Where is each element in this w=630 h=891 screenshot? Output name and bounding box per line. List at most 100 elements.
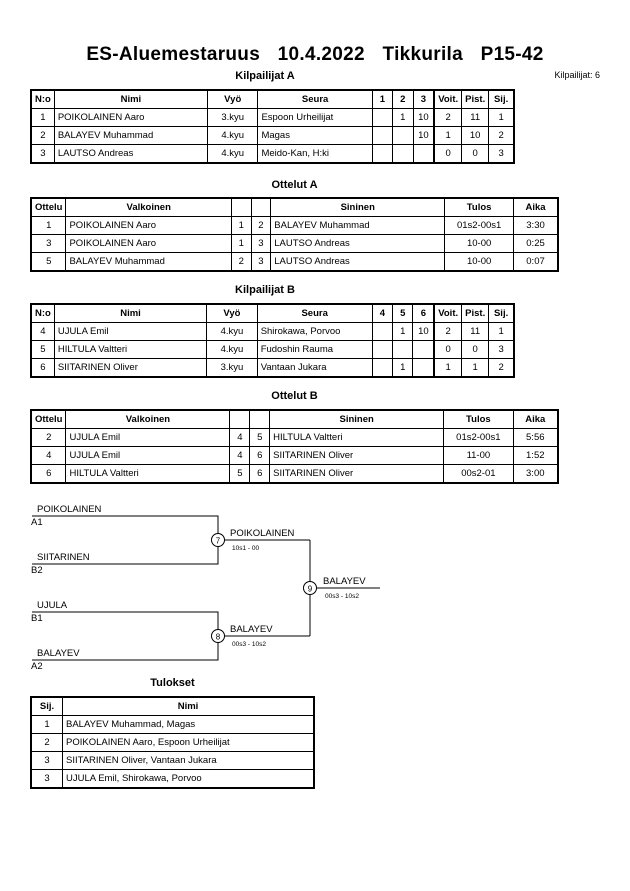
bracket-entrant-4: BALAYEV: [37, 648, 80, 659]
table-cell: 10-00: [444, 252, 515, 272]
table-cell: 2: [488, 358, 515, 378]
table-cell: [392, 126, 414, 145]
table-cell: Fudoshin Rauma: [256, 340, 373, 359]
event-category: P15-42: [480, 44, 544, 65]
table-cell: 6: [249, 464, 271, 484]
table-cell: UJULA Emil: [65, 446, 231, 465]
final-winner: BALAYEV: [323, 576, 366, 587]
semi-1-winner: POIKOLAINEN: [230, 528, 295, 539]
table-cell: 11-00: [443, 446, 514, 465]
table-cell: 1: [392, 358, 414, 378]
event-date: 10.4.2022: [277, 44, 365, 65]
table-cell: LAUTSO Andreas: [270, 252, 446, 272]
table-cell: 1:52: [512, 446, 559, 465]
bracket-entrant-2: SIITARINEN: [37, 552, 90, 563]
table-cell: 3: [30, 751, 63, 770]
table-cell: 0:25: [513, 234, 559, 253]
table-cell: BALAYEV Muhammad: [53, 126, 209, 145]
table-cell: 2: [488, 126, 515, 145]
table-cell: Vantaan Jukara: [256, 358, 373, 378]
pool-b-title: Kilpailijat B: [235, 284, 295, 296]
table-cell: 4.kyu: [206, 126, 259, 145]
table-cell: 10-00: [444, 234, 515, 253]
table-cell: POIKOLAINEN Aaro, Espoon Urheilijat: [62, 733, 315, 752]
table-cell: 0: [461, 144, 490, 164]
bracket-seed-2: B2: [31, 565, 43, 576]
table-cell: 00s2-01: [443, 464, 514, 484]
table-cell: 3: [250, 252, 272, 272]
header-row: Sij.Nimi: [30, 696, 315, 716]
table-cell: [392, 340, 414, 359]
table-cell: 1: [30, 108, 55, 127]
table-cell: HILTULA Valtteri: [65, 464, 231, 484]
table-cell: LAUTSO Andreas: [270, 234, 446, 253]
table-cell: LAUTSO Andreas: [53, 144, 209, 164]
final-score: 00s3 - 10s2: [325, 593, 359, 600]
bracket-seed-1: A1: [31, 517, 43, 528]
matches-a-title: Ottelut A: [271, 179, 318, 191]
semi-1-score: 10s1 - 00: [232, 545, 259, 552]
semi-2-score: 00s3 - 10s2: [232, 641, 266, 648]
match-7-number: 7: [216, 537, 221, 546]
table-cell: SIITARINEN Oliver: [53, 358, 208, 378]
bracket-seed-4: A2: [31, 661, 43, 672]
page-title: ES-Aluemestaruus 10.4.2022 Tikkurila P15…: [0, 44, 630, 66]
match-9-number: 9: [308, 585, 313, 594]
table-cell: 0: [433, 340, 463, 359]
match-8-circle: [211, 629, 225, 643]
event-place: Tikkurila: [382, 44, 463, 65]
table-cell: BALAYEV Muhammad: [65, 252, 232, 272]
bracket-entrant-3: UJULA: [37, 600, 68, 611]
table-cell: 3: [30, 234, 67, 253]
table-cell: 3: [30, 769, 63, 789]
table-cell: BALAYEV Muhammad, Magas: [62, 715, 315, 734]
match-9-circle: [303, 581, 317, 595]
table-cell: Magas: [257, 126, 373, 145]
table-cell: 3: [488, 144, 515, 164]
table-cell: 3: [488, 340, 515, 359]
column-header: Nimi: [62, 696, 315, 716]
column-header: 5: [392, 303, 414, 323]
bracket-entrant-1: POIKOLAINEN: [37, 504, 102, 515]
table-cell: [392, 144, 414, 164]
match-7-circle: [211, 533, 225, 547]
table-cell: SIITARINEN Oliver, Vantaan Jukara: [62, 751, 315, 770]
matches-b-title: Ottelut B: [271, 390, 318, 402]
event-name: ES-Aluemestaruus: [86, 44, 261, 65]
table-cell: UJULA Emil, Shirokawa, Porvoo: [62, 769, 315, 789]
table-cell: 0:07: [513, 252, 559, 272]
match-8-number: 8: [216, 633, 221, 642]
table-cell: 6: [30, 358, 55, 378]
table-cell: 5: [30, 252, 67, 272]
table-cell: 3:00: [512, 464, 559, 484]
results-title: Tulokset: [150, 677, 195, 689]
column-header: Sij.: [30, 696, 63, 716]
competitors-count: Kilpailijat: 6: [554, 70, 600, 80]
semi-2-winner: BALAYEV: [230, 624, 273, 635]
table-cell: 2: [30, 126, 55, 145]
table-cell: 4.kyu: [206, 144, 259, 164]
table-cell: 1: [433, 126, 463, 145]
table-cell: POIKOLAINEN Aaro: [65, 234, 232, 253]
table-cell: 1: [433, 358, 463, 378]
table-cell: 1: [30, 715, 63, 734]
